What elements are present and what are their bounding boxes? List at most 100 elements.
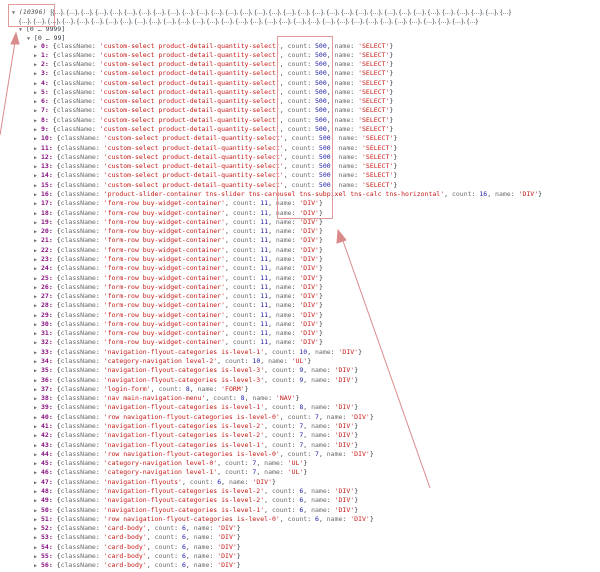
array-entry[interactable]: ▶41: {className: 'navigation-flyout-cate… [34, 422, 358, 431]
array-entry[interactable]: ▶53: {className: 'card-body', count: 6, … [34, 533, 241, 542]
expand-triangle-icon[interactable]: ▶ [34, 136, 38, 143]
array-entry[interactable]: ▶2: {className: 'custom-select product-d… [34, 60, 393, 69]
array-entry[interactable]: ▶29: {className: 'form-row buy-widget-co… [34, 311, 323, 320]
expand-triangle-icon[interactable]: ▶ [34, 535, 38, 542]
array-entry[interactable]: ▶49: {className: 'navigation-flyout-cate… [34, 496, 358, 505]
array-entry[interactable]: ▶14: {className: 'custom-select product-… [34, 171, 397, 180]
expand-triangle-icon[interactable]: ▶ [34, 461, 38, 468]
expand-triangle-icon[interactable]: ▶ [34, 80, 38, 87]
expand-triangle-icon[interactable]: ▶ [34, 544, 38, 551]
expand-triangle-icon[interactable]: ▶ [34, 340, 38, 347]
expand-triangle-icon[interactable]: ▶ [34, 553, 38, 560]
expand-triangle-icon[interactable]: ▶ [34, 377, 38, 384]
array-entry[interactable]: ▶7: {className: 'custom-select product-d… [34, 106, 393, 115]
expand-triangle-icon[interactable]: ▶ [34, 331, 38, 338]
array-entry[interactable]: ▶15: {className: 'custom-select product-… [34, 181, 397, 190]
array-entry[interactable]: ▶26: {className: 'form-row buy-widget-co… [34, 283, 323, 292]
expand-triangle-icon[interactable]: ▶ [34, 108, 38, 115]
array-entry[interactable]: ▶33: {className: 'navigation-flyout-cate… [34, 348, 362, 357]
array-entry[interactable]: ▶27: {className: 'form-row buy-widget-co… [34, 292, 323, 301]
array-entry[interactable]: ▶25: {className: 'form-row buy-widget-co… [34, 274, 323, 283]
expand-triangle-icon[interactable]: ▶ [34, 219, 38, 226]
array-entry[interactable]: ▶22: {className: 'form-row buy-widget-co… [34, 246, 323, 255]
array-entry[interactable]: ▶44: {className: 'row navigation-flyout-… [34, 450, 374, 459]
expand-triangle-icon[interactable]: ▶ [34, 284, 38, 291]
expand-triangle-icon[interactable]: ▶ [34, 470, 38, 477]
expand-triangle-icon[interactable]: ▶ [34, 256, 38, 263]
array-entry[interactable]: ▶38: {className: 'nav main-navigation-me… [34, 394, 299, 403]
expand-triangle-icon[interactable]: ▶ [34, 99, 38, 106]
expand-triangle-icon[interactable]: ▶ [34, 154, 38, 161]
expand-triangle-icon[interactable]: ▶ [34, 145, 38, 152]
expand-triangle-icon[interactable]: ▶ [34, 247, 38, 254]
array-entry[interactable]: ▶37: {className: 'login-form', count: 8,… [34, 385, 249, 394]
expand-triangle-icon[interactable]: ▶ [34, 563, 38, 570]
range-group-inner[interactable]: ▼[0 … 99] [27, 34, 65, 43]
array-entry[interactable]: ▶10: {className: 'custom-select product-… [34, 134, 397, 143]
expand-triangle-icon[interactable]: ▶ [34, 89, 38, 96]
array-entry[interactable]: ▶34: {className: 'category-navigation le… [34, 357, 311, 366]
expand-triangle-icon[interactable]: ▶ [34, 526, 38, 533]
array-entry[interactable]: ▶19: {className: 'form-row buy-widget-co… [34, 218, 323, 227]
expand-triangle-icon[interactable]: ▶ [34, 266, 38, 273]
array-entry[interactable]: ▶30: {className: 'form-row buy-widget-co… [34, 320, 323, 329]
expand-triangle-icon[interactable]: ▼ [19, 27, 23, 33]
array-entry[interactable]: ▶12: {className: 'custom-select product-… [34, 153, 397, 162]
array-entry[interactable]: ▶1: {className: 'custom-select product-d… [34, 51, 393, 60]
expand-triangle-icon[interactable]: ▶ [34, 71, 38, 78]
array-entry[interactable]: ▶28: {className: 'form-row buy-widget-co… [34, 301, 323, 310]
expand-triangle-icon[interactable]: ▶ [34, 117, 38, 124]
array-entry[interactable]: ▶31: {className: 'form-row buy-widget-co… [34, 329, 323, 338]
expand-triangle-icon[interactable]: ▶ [34, 52, 38, 59]
expand-triangle-icon[interactable]: ▶ [34, 516, 38, 523]
expand-triangle-icon[interactable]: ▶ [34, 359, 38, 366]
expand-triangle-icon[interactable]: ▶ [34, 396, 38, 403]
array-entry[interactable]: ▶50: {className: 'navigation-flyout-cate… [34, 506, 358, 515]
array-entry[interactable]: ▶11: {className: 'custom-select product-… [34, 144, 397, 153]
array-entry[interactable]: ▶42: {className: 'navigation-flyout-cate… [34, 431, 358, 440]
expand-triangle-icon[interactable]: ▶ [34, 43, 38, 50]
array-entry[interactable]: ▶56: {className: 'card-body', count: 6, … [34, 561, 241, 570]
array-entry[interactable]: ▶36: {className: 'navigation-flyout-cate… [34, 376, 358, 385]
expand-triangle-icon[interactable]: ▼ [27, 35, 31, 42]
expand-triangle-icon[interactable]: ▶ [34, 238, 38, 245]
expand-triangle-icon[interactable]: ▶ [34, 405, 38, 412]
array-entry[interactable]: ▶9: {className: 'custom-select product-d… [34, 125, 393, 134]
expand-triangle-icon[interactable]: ▶ [34, 191, 38, 198]
expand-triangle-icon[interactable]: ▶ [34, 173, 38, 180]
expand-triangle-icon[interactable]: ▼ [12, 10, 16, 16]
array-entry[interactable]: ▶55: {className: 'card-body', count: 6, … [34, 552, 241, 561]
array-entry[interactable]: ▶6: {className: 'custom-select product-d… [34, 97, 393, 106]
expand-triangle-icon[interactable]: ▶ [34, 423, 38, 430]
expand-triangle-icon[interactable]: ▶ [34, 164, 38, 171]
array-entry[interactable]: ▶3: {className: 'custom-select product-d… [34, 69, 393, 78]
array-entry[interactable]: ▶54: {className: 'card-body', count: 6, … [34, 543, 241, 552]
expand-triangle-icon[interactable]: ▶ [34, 488, 38, 495]
expand-triangle-icon[interactable]: ▶ [34, 451, 38, 458]
array-entry[interactable]: ▶17: {className: 'form-row buy-widget-co… [34, 199, 323, 208]
expand-triangle-icon[interactable]: ▶ [34, 201, 38, 208]
expand-triangle-icon[interactable]: ▶ [34, 312, 38, 319]
expand-triangle-icon[interactable]: ▶ [34, 414, 38, 421]
expand-triangle-icon[interactable]: ▶ [34, 442, 38, 449]
array-entry[interactable]: ▶51: {className: 'row navigation-flyout-… [34, 515, 374, 524]
array-entry[interactable]: ▶35: {className: 'navigation-flyout-cate… [34, 366, 358, 375]
array-entry[interactable]: ▶18: {className: 'form-row buy-widget-co… [34, 209, 323, 218]
array-entry[interactable]: ▶8: {className: 'custom-select product-d… [34, 116, 393, 125]
array-entry[interactable]: ▶13: {className: 'custom-select product-… [34, 162, 397, 171]
expand-triangle-icon[interactable]: ▶ [34, 433, 38, 440]
array-entry[interactable]: ▶24: {className: 'form-row buy-widget-co… [34, 264, 323, 273]
expand-triangle-icon[interactable]: ▶ [34, 507, 38, 514]
expand-triangle-icon[interactable]: ▶ [34, 368, 38, 375]
expand-triangle-icon[interactable]: ▶ [34, 294, 38, 301]
array-entry[interactable]: ▶46: {className: 'category-navigation le… [34, 468, 307, 477]
expand-triangle-icon[interactable]: ▶ [34, 229, 38, 236]
range-group-outer[interactable]: ▼[0 … 9999] [19, 25, 65, 34]
array-entry[interactable]: ▶47: {className: 'navigation-flyouts', c… [34, 478, 276, 487]
expand-triangle-icon[interactable]: ▶ [34, 479, 38, 486]
expand-triangle-icon[interactable]: ▶ [34, 386, 38, 393]
array-entry[interactable]: ▶21: {className: 'form-row buy-widget-co… [34, 236, 323, 245]
array-entry[interactable]: ▶39: {className: 'navigation-flyout-cate… [34, 403, 358, 412]
array-entry[interactable]: ▶23: {className: 'form-row buy-widget-co… [34, 255, 323, 264]
array-header[interactable]: ▼(10396) [{…}, {…}, {…}, {…}, {…}, {…}, … [12, 8, 511, 17]
